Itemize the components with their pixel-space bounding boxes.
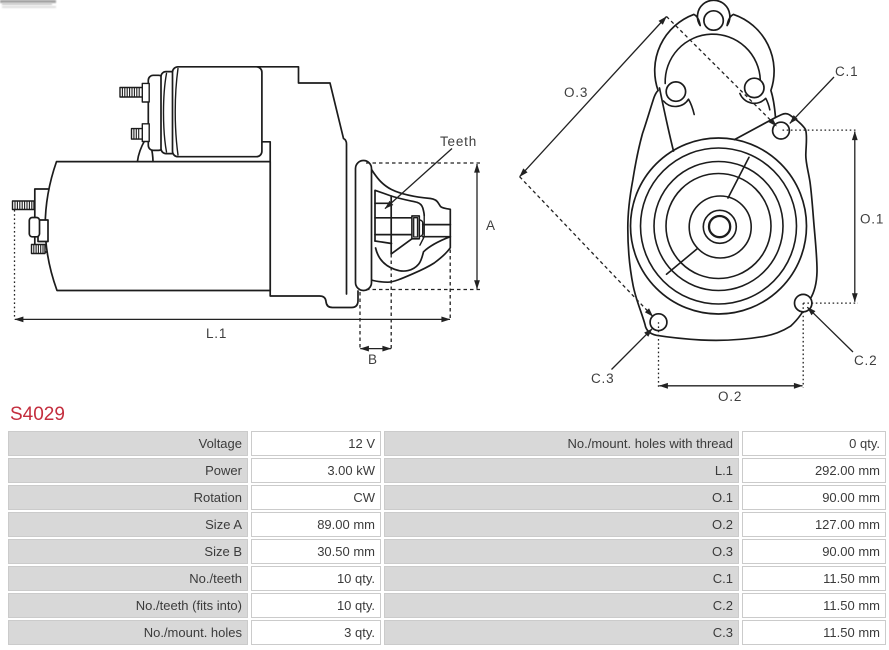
svg-text:O.2: O.2 bbox=[718, 389, 742, 404]
svg-text:C.1: C.1 bbox=[835, 64, 858, 79]
svg-text:O.1: O.1 bbox=[860, 212, 884, 227]
svg-text:C.2: C.2 bbox=[854, 353, 877, 368]
svg-text:Teeth: Teeth bbox=[440, 134, 477, 149]
svg-text:A: A bbox=[486, 218, 496, 233]
svg-text:O.3: O.3 bbox=[564, 85, 588, 100]
svg-text:L.1: L.1 bbox=[206, 326, 227, 341]
svg-text:B: B bbox=[368, 352, 378, 367]
svg-text:C.3: C.3 bbox=[591, 371, 614, 386]
